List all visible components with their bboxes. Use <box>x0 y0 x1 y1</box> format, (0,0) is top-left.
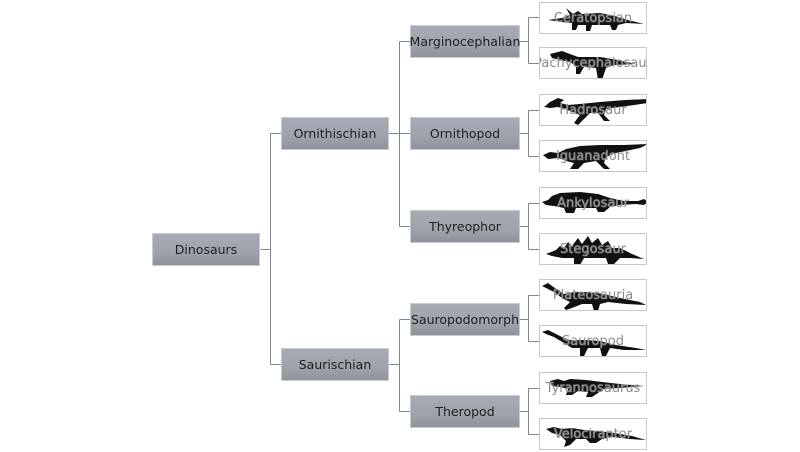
leaf-label: Pachycephalosaur <box>539 55 647 71</box>
connector-thyreophor-leaves <box>520 203 539 250</box>
leaf-hadrosaur[interactable]: Hadrosaur <box>539 94 647 126</box>
connector-marginocephalian-leaves <box>520 17 539 64</box>
iguanodon-silhouette-icon <box>543 144 646 169</box>
node-theropod[interactable]: Theropod <box>410 395 520 428</box>
connector-root-orders <box>260 133 281 365</box>
leaf-pachycephalosaur[interactable]: Pachycephalosaur <box>539 47 647 79</box>
node-thyreophor[interactable]: Thyreophor <box>410 210 520 243</box>
node-label: Thyreophor <box>429 219 501 234</box>
leaf-label: Ceratopsian <box>553 10 633 26</box>
leaf-iguanadont[interactable]: Iguanadont <box>539 140 647 172</box>
node-label: Marginocephalian <box>409 34 521 49</box>
node-marginocephalian[interactable]: Marginocephalian <box>410 25 520 58</box>
connector-saurischian-groups <box>389 319 410 412</box>
connector-sauropodomorph-leaves <box>520 295 539 342</box>
leaf-sauropod[interactable]: Sauropod <box>539 325 647 357</box>
leaf-label: Sauropod <box>562 333 624 349</box>
connector-theropod-leaves <box>520 388 539 435</box>
leaf-velociraptor[interactable]: Velociraptor <box>539 418 647 450</box>
leaf-label: Tyrannosaurus <box>545 380 641 396</box>
stegosaur-silhouette-icon <box>546 236 644 264</box>
leaf-label: Plateosauria <box>552 287 634 303</box>
leaf-label: Iguanadont <box>555 148 631 164</box>
node-ornithischian[interactable]: Ornithischian <box>281 117 389 150</box>
node-label: Ornithischian <box>293 126 377 141</box>
hadrosaur-silhouette-icon <box>544 98 646 125</box>
leaf-label: Ankylosaur <box>557 195 629 211</box>
connector-ornithischian-groups <box>389 41 410 227</box>
leaf-ankylosaur[interactable]: Ankylosaur <box>539 187 647 219</box>
leaf-ceratopsian[interactable]: Ceratopsian <box>539 2 647 34</box>
node-label: Theropod <box>435 404 495 419</box>
leaf-label: Velociraptor <box>553 426 633 442</box>
leaf-label: Hadrosaur <box>559 102 627 118</box>
leaf-plateosauria[interactable]: Plateosauria <box>539 279 647 311</box>
connector-ornithopod-leaves <box>520 110 539 157</box>
leaf-stegosaur[interactable]: Stegosaur <box>539 233 647 265</box>
node-label: Sauropodomorph <box>411 312 520 327</box>
node-label: Ornithopod <box>429 126 501 141</box>
pachycephalosaur-silhouette-icon <box>550 51 636 78</box>
leaf-label: Stegosaur <box>560 241 626 257</box>
node-label: Saurischian <box>298 357 372 372</box>
sauropod-silhouette-icon <box>542 330 646 356</box>
leaf-tyrannosaurus[interactable]: Tyrannosaurus <box>539 372 647 404</box>
ankylosaur-silhouette-icon <box>542 192 646 213</box>
node-sauropodomorph[interactable]: Sauropodomorph <box>410 303 520 336</box>
node-dinosaurs[interactable]: Dinosaurs <box>152 233 260 266</box>
node-label: Dinosaurs <box>174 242 238 257</box>
ceratopsian-silhouette-icon <box>548 8 644 31</box>
node-ornithopod[interactable]: Ornithopod <box>410 117 520 150</box>
plateosaur-silhouette-icon <box>542 283 646 310</box>
tyrannosaurus-silhouette-icon <box>550 379 644 397</box>
velociraptor-silhouette-icon <box>546 427 646 447</box>
node-saurischian[interactable]: Saurischian <box>281 348 389 381</box>
